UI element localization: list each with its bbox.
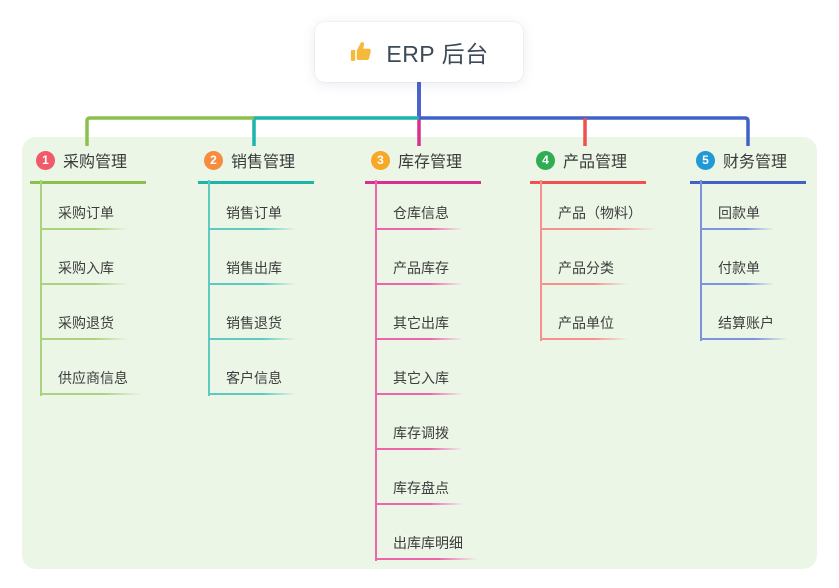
- root-node-erp-backend[interactable]: ERP 后台: [315, 22, 523, 82]
- branch-1-badge: 1: [36, 150, 55, 170]
- child-node-label: 采购入库: [58, 260, 114, 276]
- child-node-label: 销售退货: [226, 315, 282, 331]
- branch-3-child-3[interactable]: 其它出库: [375, 313, 463, 340]
- branch-1-header[interactable]: 1 采购管理: [30, 146, 146, 184]
- branch-5-child-3[interactable]: 结算账户: [700, 313, 788, 340]
- child-node-label: 其它出库: [393, 315, 449, 331]
- branch-4-child-1[interactable]: 产品（物料）: [540, 203, 656, 230]
- branch-1-label: 采购管理: [63, 154, 128, 171]
- branch-1-child-1[interactable]: 采购订单: [40, 203, 128, 230]
- branch-2-header[interactable]: 2 销售管理: [198, 146, 314, 184]
- branch-1-child-2[interactable]: 采购入库: [40, 258, 128, 285]
- branch-5-label: 财务管理: [723, 154, 788, 171]
- branch-3-child-6[interactable]: 库存盘点: [375, 478, 463, 505]
- child-node-label: 结算账户: [718, 315, 774, 331]
- branch-3-child-5[interactable]: 库存调拨: [375, 423, 463, 450]
- branch-4-child-2[interactable]: 产品分类: [540, 258, 628, 285]
- branch-2-child-2[interactable]: 销售出库: [208, 258, 296, 285]
- branch-1-child-4[interactable]: 供应商信息: [40, 368, 142, 395]
- branch-2-child-1[interactable]: 销售订单: [208, 203, 296, 230]
- child-node-label: 产品单位: [558, 315, 614, 331]
- branch-3-child-4[interactable]: 其它入库: [375, 368, 463, 395]
- branch-1-child-3[interactable]: 采购退货: [40, 313, 128, 340]
- thumbs-up-icon: [349, 39, 375, 65]
- branch-2-child-3[interactable]: 销售退货: [208, 313, 296, 340]
- branch-5-child-connector: [700, 180, 702, 341]
- child-node-label: 付款单: [718, 260, 760, 276]
- child-node-label: 产品库存: [393, 260, 449, 276]
- branch-2-child-connector: [208, 180, 210, 396]
- child-node-label: 仓库信息: [393, 205, 449, 221]
- branch-3-child-7[interactable]: 出库库明细: [375, 533, 477, 560]
- branch-5-header[interactable]: 5 财务管理: [690, 146, 806, 184]
- branch-3-label: 库存管理: [398, 154, 463, 171]
- child-node-label: 出库库明细: [393, 535, 463, 551]
- branch-3-child-2[interactable]: 产品库存: [375, 258, 463, 285]
- root-node-label: ERP 后台: [386, 41, 489, 67]
- branch-3-badge: 3: [371, 150, 390, 170]
- branch-4-child-3[interactable]: 产品单位: [540, 313, 628, 340]
- branch-3-child-1[interactable]: 仓库信息: [375, 203, 463, 230]
- child-node-label: 库存调拨: [393, 425, 449, 441]
- branch-4-badge: 4: [536, 150, 555, 170]
- branch-3-header[interactable]: 3 库存管理: [365, 146, 481, 184]
- branch-4-header[interactable]: 4 产品管理: [530, 146, 646, 184]
- child-node-label: 供应商信息: [58, 370, 128, 386]
- branch-5-child-1[interactable]: 回款单: [700, 203, 774, 230]
- branch-2-child-4[interactable]: 客户信息: [208, 368, 296, 395]
- child-node-label: 产品分类: [558, 260, 614, 276]
- branch-2-badge: 2: [204, 150, 223, 170]
- child-node-label: 销售订单: [226, 205, 282, 221]
- child-node-label: 回款单: [718, 205, 760, 221]
- branch-4-child-connector: [540, 180, 542, 341]
- child-node-label: 客户信息: [226, 370, 282, 386]
- branch-1-child-connector: [40, 180, 42, 396]
- branch-2-label: 销售管理: [231, 154, 296, 171]
- branch-4-label: 产品管理: [563, 154, 628, 171]
- branch-5-badge: 5: [696, 150, 715, 170]
- child-node-label: 销售出库: [226, 260, 282, 276]
- child-node-label: 产品（物料）: [558, 205, 642, 221]
- child-node-label: 库存盘点: [393, 480, 449, 496]
- child-node-label: 采购退货: [58, 315, 114, 331]
- branch-5-child-2[interactable]: 付款单: [700, 258, 774, 285]
- child-node-label: 采购订单: [58, 205, 114, 221]
- branch-3-child-connector: [375, 180, 377, 561]
- child-node-label: 其它入库: [393, 370, 449, 386]
- mindmap-canvas: [22, 137, 817, 569]
